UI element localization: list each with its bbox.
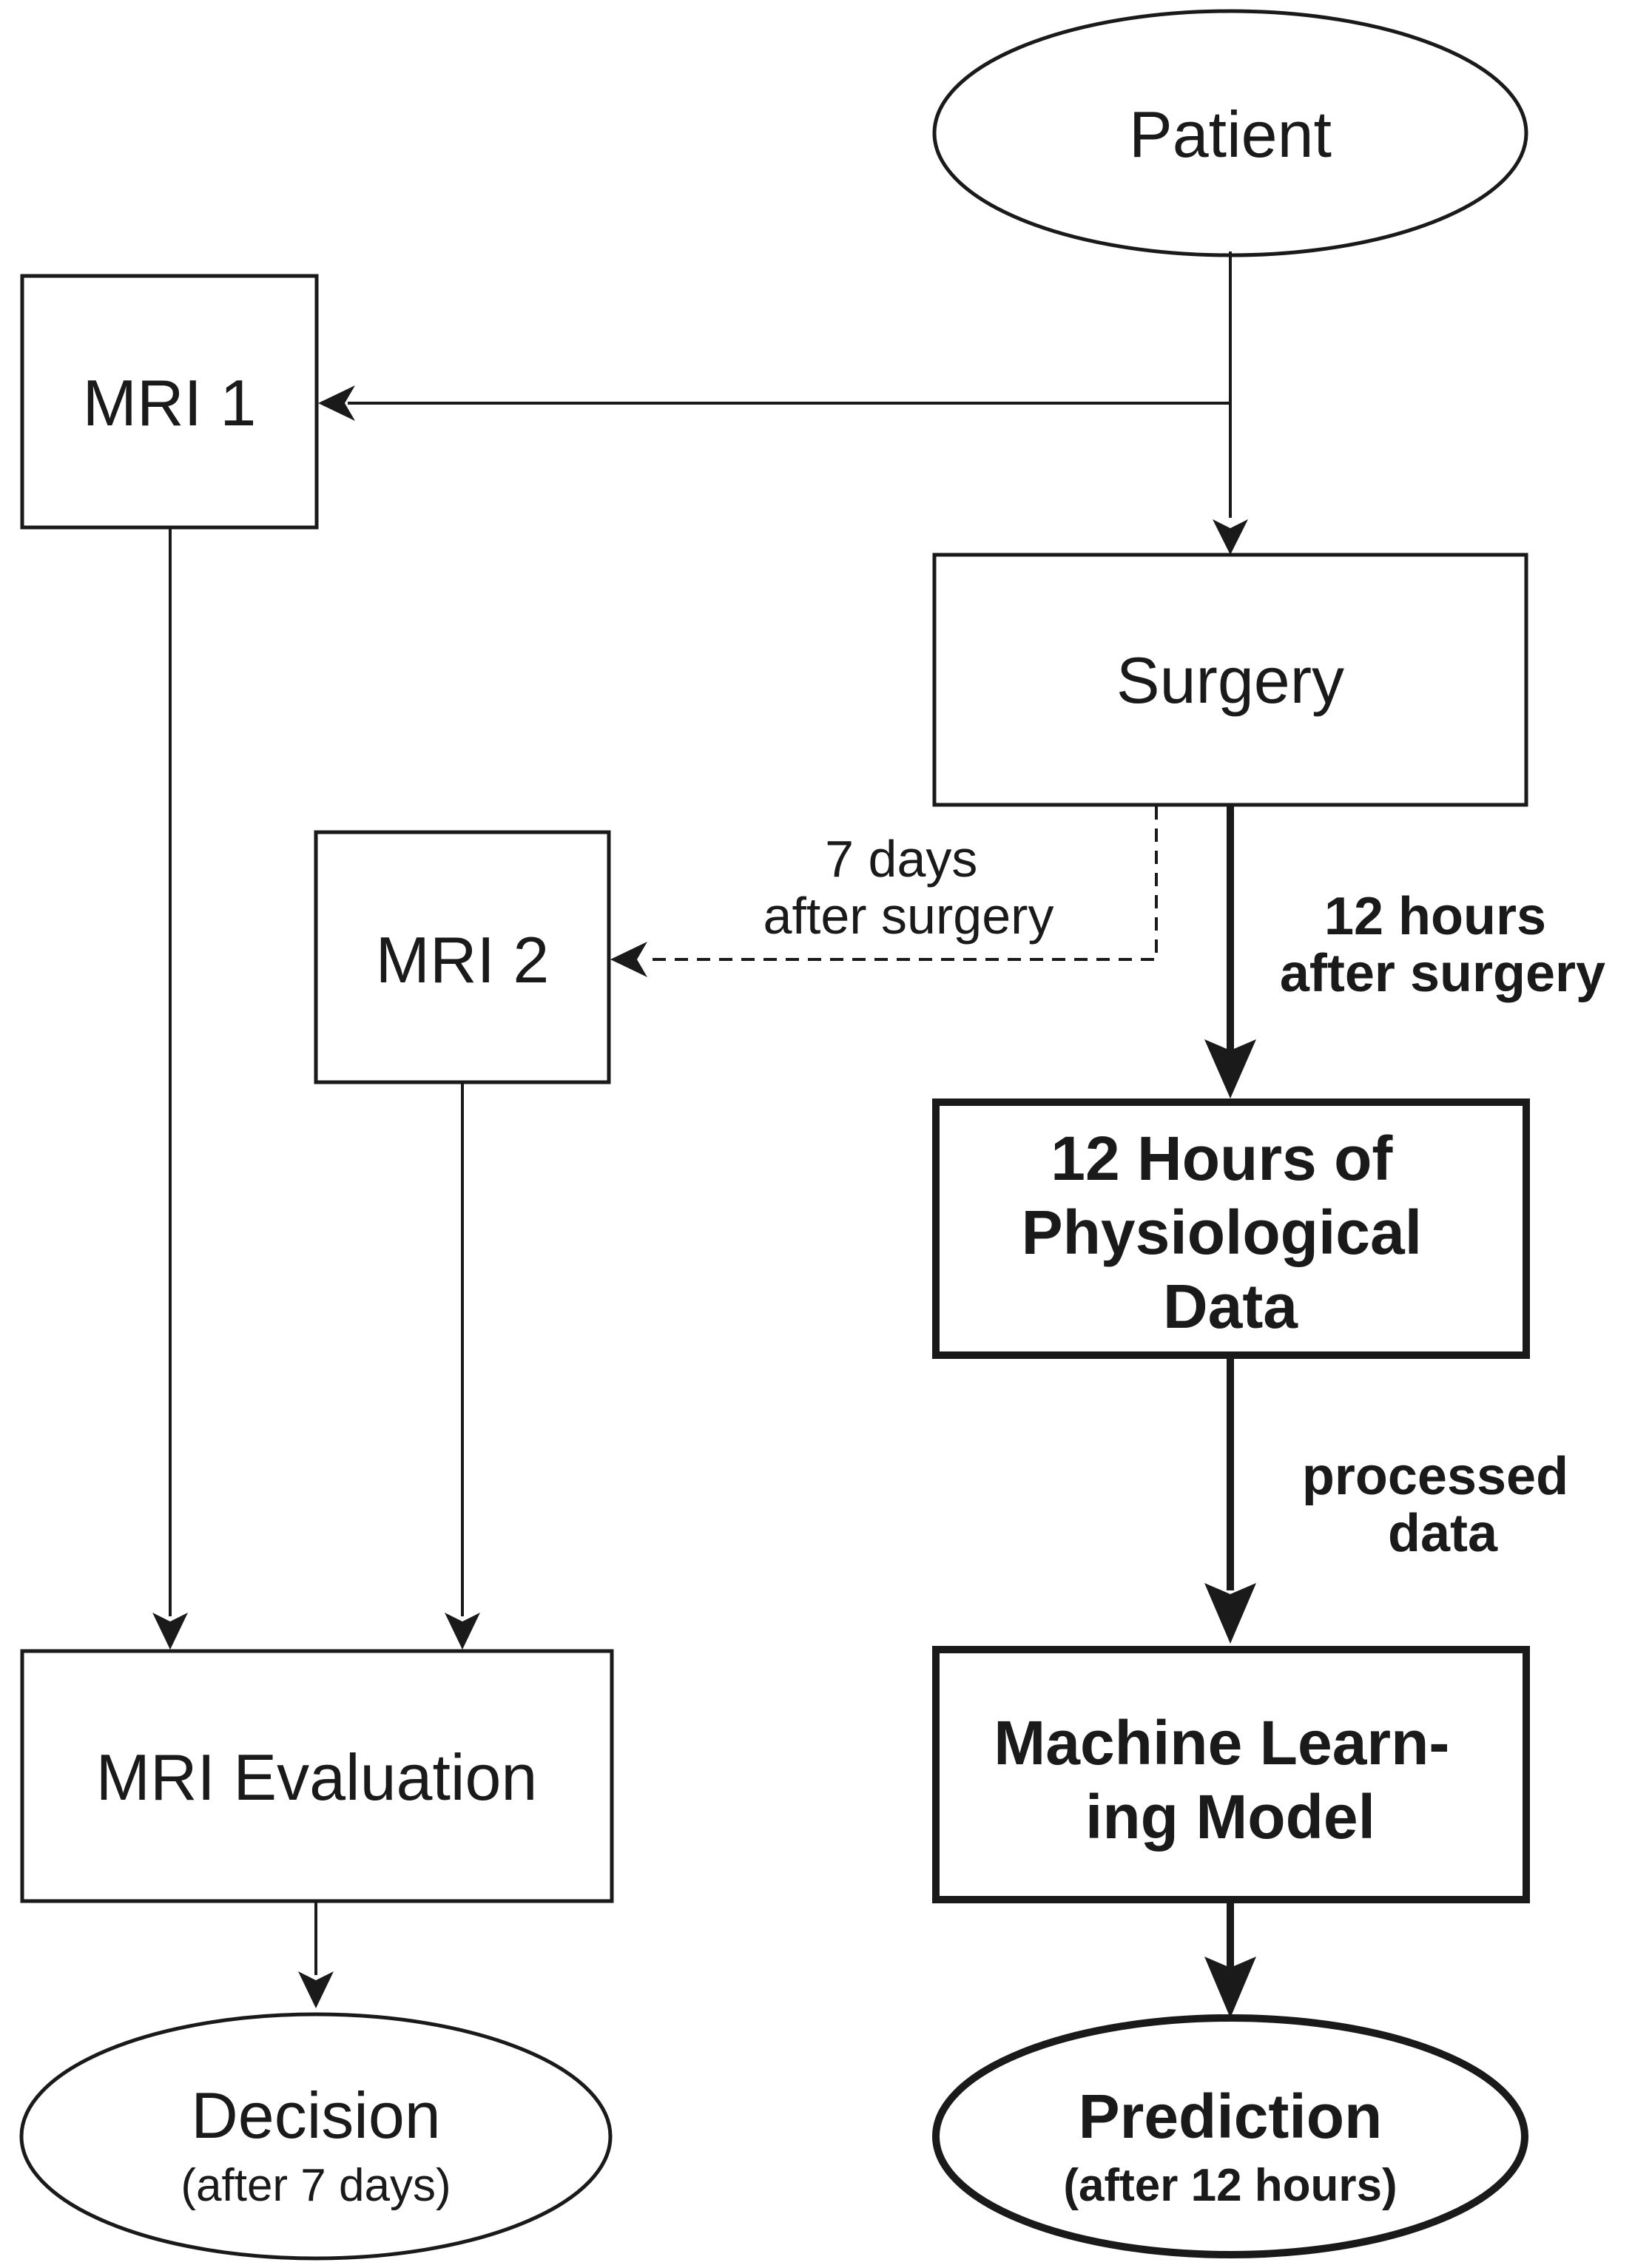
edge-label-7-days-line-2: after surgery [763, 887, 1054, 945]
arrowhead-physio [1204, 1039, 1256, 1098]
edge-label-7-days: 7 days after surgery [763, 830, 1054, 945]
node-physio-line-2: Physiological [1022, 1198, 1423, 1267]
node-decision: Decision (after 7 days) [19, 2012, 613, 2261]
node-physio-line-3: Data [1163, 1272, 1298, 1341]
node-mri1: MRI 1 [20, 274, 319, 530]
node-ml-line-1: Machine Learn- [994, 1708, 1449, 1778]
node-ml-label: Machine Learn- ing Model [994, 1708, 1466, 1852]
node-ml-line-2: ing Model [1085, 1782, 1375, 1852]
arrowhead-mri2 [610, 942, 647, 977]
node-surgery-label: Surgery [1116, 644, 1344, 717]
arrowhead-ml [1204, 1583, 1256, 1644]
arrowhead-mri1 [318, 385, 355, 421]
arrowhead-prediction [1204, 1957, 1256, 2018]
node-prediction-sublabel: (after 12 hours) [1063, 2160, 1397, 2211]
edge-label-12-hours: 12 hours after surgery [1280, 887, 1605, 1003]
node-prediction: Prediction (after 12 hours) [932, 2014, 1528, 2258]
node-mri-evaluation: MRI Evaluation [20, 1649, 614, 1903]
node-decision-sublabel: (after 7 days) [181, 2160, 451, 2211]
node-mri-eval-label: MRI Evaluation [96, 1741, 538, 1814]
node-mri2: MRI 2 [314, 830, 611, 1084]
edge-label-processed-line-2: data [1388, 1504, 1498, 1563]
node-patient: Patient [932, 9, 1528, 257]
edge-label-12-hours-line-1: 12 hours [1324, 887, 1546, 946]
node-physiological-data: 12 Hours of Physiological Data [932, 1098, 1530, 1359]
node-decision-label: Decision [191, 2079, 440, 2152]
node-patient-label: Patient [1129, 98, 1332, 171]
arrowhead-mri2-eval [445, 1613, 480, 1650]
node-ml-model: Machine Learn- ing Model [932, 1646, 1530, 1903]
node-physio-label: 12 Hours of Physiological Data [1022, 1124, 1440, 1341]
node-mri1-label: MRI 1 [83, 366, 257, 439]
edge-label-processed-data: processed data [1302, 1447, 1583, 1563]
arrowhead-surgery [1213, 519, 1248, 555]
node-mri2-label: MRI 2 [376, 923, 550, 996]
node-prediction-label: Prediction [1079, 2082, 1383, 2151]
node-surgery: Surgery [932, 553, 1528, 807]
edge-label-processed-line-1: processed [1302, 1447, 1568, 1506]
node-physio-line-1: 12 Hours of [1051, 1124, 1393, 1193]
edge-surgery-to-mri2 [644, 806, 1158, 961]
edge-label-7-days-line-1: 7 days [825, 830, 977, 888]
arrowhead-mri1-eval [152, 1613, 188, 1650]
arrowhead-decision [298, 1971, 334, 2008]
edge-label-12-hours-line-2: after surgery [1280, 944, 1605, 1003]
